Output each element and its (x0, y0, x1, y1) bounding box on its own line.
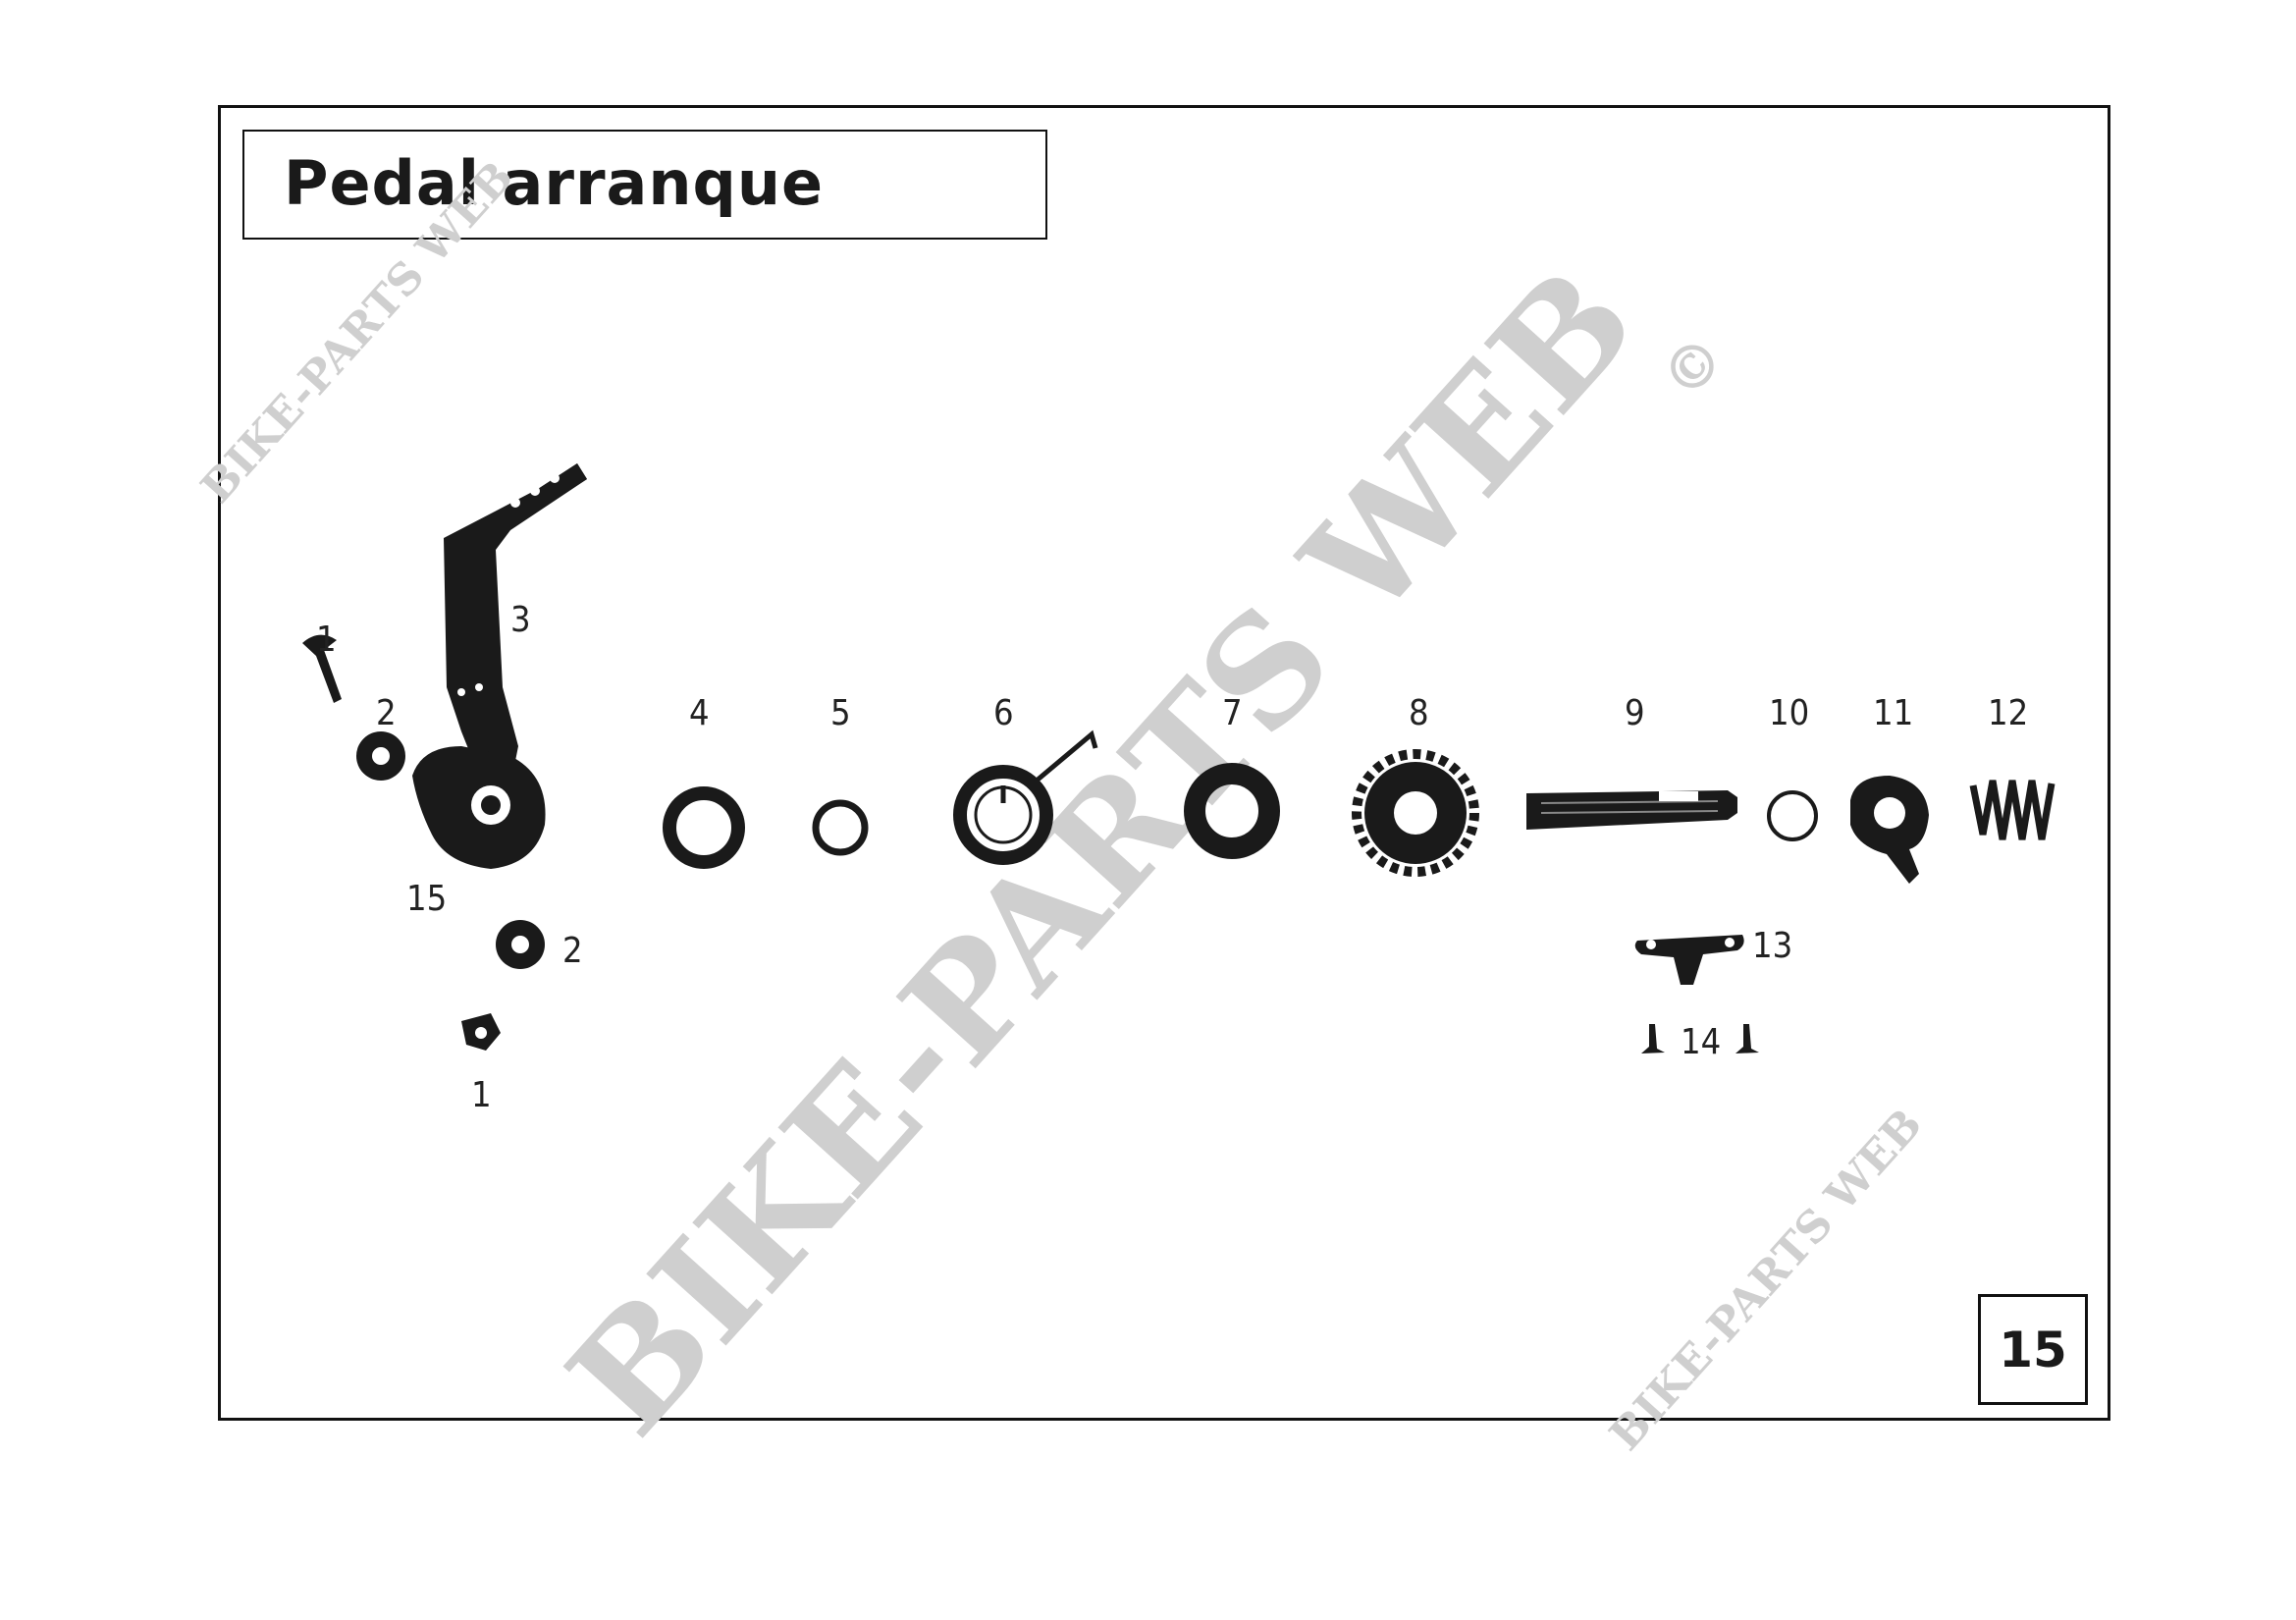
label-9: 9 (1625, 693, 1645, 733)
watermark-small-top: BIKE-PARTS WEB (191, 152, 523, 513)
guide-plate-part (1634, 935, 1744, 985)
label-3: 3 (510, 600, 531, 640)
label-2-top: 2 (376, 693, 397, 733)
coil-spring-part (953, 729, 1098, 865)
page-number-box: 15 (1978, 1294, 2088, 1405)
diagram-frame (218, 105, 2110, 1421)
watermark-large: BIKE-PARTS WEB (536, 236, 1669, 1467)
label-1-top: 1 (316, 620, 337, 660)
label-8: 8 (1409, 693, 1429, 733)
gear-part (1352, 749, 1479, 877)
thin-ring-part (812, 799, 869, 856)
label-1-bottom: 1 (471, 1075, 492, 1115)
kick-lever-part (412, 463, 587, 869)
label-10: 10 (1769, 693, 1809, 733)
screw-right-part (1735, 1024, 1759, 1053)
watermark-small-bottom: BIKE-PARTS WEB (1600, 1100, 1932, 1460)
label-12: 12 (1988, 693, 2028, 733)
label-15: 15 (406, 879, 447, 919)
ratchet-part (1850, 776, 1929, 884)
label-7: 7 (1222, 693, 1243, 733)
label-14: 14 (1681, 1022, 1721, 1062)
washer-bottom-part (496, 920, 545, 969)
label-6: 6 (993, 693, 1014, 733)
screw-left-part (1641, 1024, 1665, 1053)
label-4: 4 (689, 693, 710, 733)
bolt-top-part (302, 634, 342, 703)
watermark-copyright: © (1648, 323, 1738, 412)
bolt-bottom-part (461, 1013, 501, 1051)
label-11: 11 (1873, 693, 1913, 733)
thick-washer-part (1184, 763, 1280, 859)
label-2-bottom: 2 (562, 931, 583, 971)
part-labels: 1 2 3 15 2 1 4 5 6 7 8 9 10 11 12 13 14 (316, 600, 2028, 1115)
compression-spring-part (1969, 780, 2056, 840)
label-13: 13 (1752, 926, 1792, 966)
page-number: 15 (1999, 1321, 2067, 1378)
ring-part (663, 786, 745, 869)
label-5: 5 (830, 693, 851, 733)
clip-part (1767, 790, 1818, 841)
shaft-part (1526, 790, 1737, 830)
washer-top-part (356, 731, 405, 781)
title-box: Pedal arranque (242, 130, 1047, 240)
page-title: Pedal arranque (284, 147, 825, 219)
